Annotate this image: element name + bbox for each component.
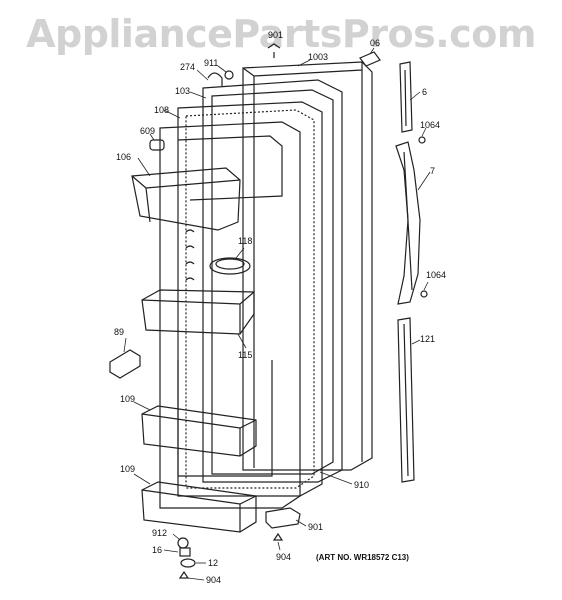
callout-7: 7 xyxy=(430,166,435,176)
callout-901: 901 xyxy=(308,522,323,532)
screw-1064-b xyxy=(420,290,428,298)
middle-door-bin xyxy=(141,289,255,335)
callout-1003: 1003 xyxy=(308,52,328,62)
callout-89: 89 xyxy=(114,327,124,337)
door-gasket xyxy=(177,101,323,497)
watermark: AppliancePartsPros.com xyxy=(26,12,536,56)
callout-06: 06 xyxy=(370,38,380,48)
callout-108: 108 xyxy=(154,105,169,115)
callout-109-a: 109 xyxy=(120,394,135,404)
part-901-top xyxy=(267,43,281,58)
callout-274: 274 xyxy=(180,62,195,72)
callout-12: 12 xyxy=(208,558,218,568)
part-904 xyxy=(272,532,284,541)
callout-121: 121 xyxy=(420,334,435,344)
inner-liner xyxy=(159,121,301,509)
part-901 xyxy=(265,507,301,529)
outer-door-panel xyxy=(242,61,373,471)
part-118 xyxy=(209,257,251,275)
handle-cap-6 xyxy=(399,61,413,133)
part-12 xyxy=(180,558,196,568)
art-number: (ART NO. WR18572 C13) xyxy=(316,553,409,562)
lower-door-bin-2 xyxy=(141,481,257,533)
lower-door-bin-1 xyxy=(141,405,257,457)
leader-lines xyxy=(123,47,431,581)
part-06 xyxy=(359,51,381,67)
top-door-bin xyxy=(131,167,241,231)
part-274 xyxy=(207,72,223,86)
screw-1064-a xyxy=(418,136,426,144)
callout-609: 609 xyxy=(140,126,155,136)
handle-7 xyxy=(395,141,421,305)
part-609 xyxy=(149,139,165,151)
callout-109-b: 109 xyxy=(120,464,135,474)
callout-904-a: 904 xyxy=(276,552,291,562)
callout-904-b: 904 xyxy=(206,575,221,585)
callout-6: 6 xyxy=(422,87,427,97)
callout-1064-a: 1064 xyxy=(420,120,440,130)
trim-strip-121 xyxy=(397,317,415,483)
callout-1064-b: 1064 xyxy=(426,270,446,280)
callout-901-top: 901 xyxy=(268,30,283,40)
callout-118: 118 xyxy=(238,236,252,246)
part-904-bottom xyxy=(178,570,190,579)
callout-910: 910 xyxy=(354,480,369,490)
part-911 xyxy=(224,70,234,80)
door-liner xyxy=(202,79,343,483)
callout-16: 16 xyxy=(152,545,162,555)
callout-115: 115 xyxy=(238,350,252,360)
part-16 xyxy=(179,547,191,557)
callout-912: 912 xyxy=(152,528,167,538)
callout-106: 106 xyxy=(116,152,131,162)
callout-911: 911 xyxy=(204,58,218,68)
callout-103: 103 xyxy=(175,86,190,96)
part-89 xyxy=(109,349,141,379)
